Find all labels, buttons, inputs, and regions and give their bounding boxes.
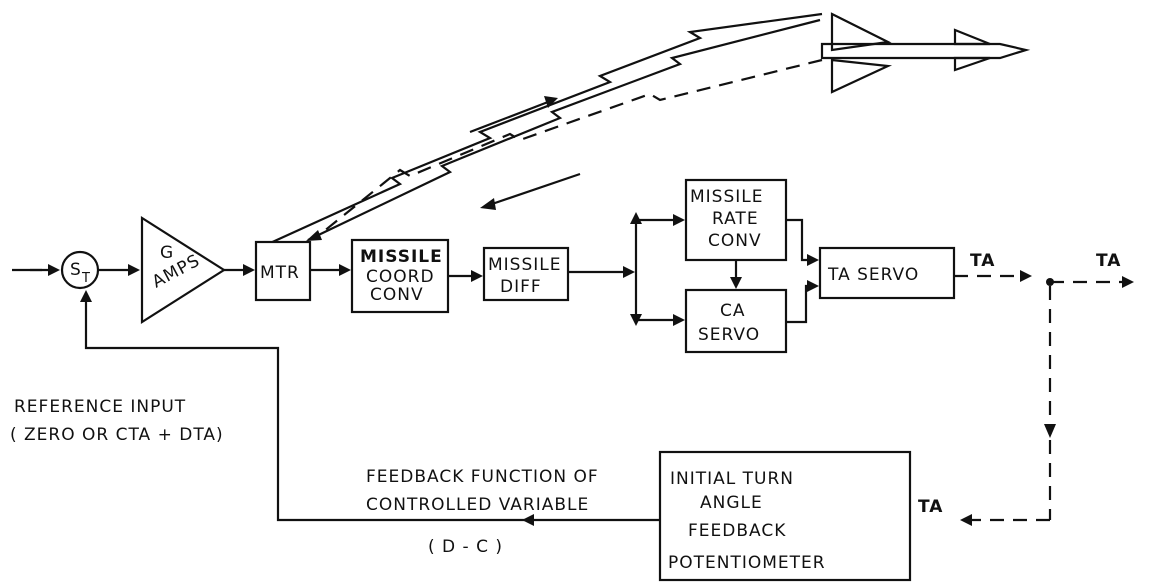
feedback-function-label-2: CONTROLLED VARIABLE — [366, 495, 589, 515]
summing-junction-label: S — [70, 260, 82, 280]
feedback-code-label: ( D - C ) — [428, 537, 503, 557]
ca-servo-block: CA SERVO — [684, 288, 788, 354]
missile-coord-conv-block: MISSILE COORD CONV — [350, 238, 450, 314]
feedback-pot-label-1: INITIAL TURN — [670, 469, 794, 489]
feedback-return-line — [84, 296, 530, 522]
feedback-potentiometer-block: INITIAL TURN ANGLE FEEDBACK POTENTIOMETE… — [658, 450, 912, 582]
mtr-label: MTR — [260, 263, 300, 283]
summing-junction-sub: T — [81, 271, 91, 286]
g-amps-label-1: G — [160, 243, 174, 263]
missile-lower-tail — [953, 56, 991, 72]
missile-rate-conv-block: MISSILE RATE CONV — [684, 178, 788, 262]
ta-servo-block: TA SERVO — [818, 246, 956, 300]
ca-servo-label-2: SERVO — [698, 325, 760, 345]
missile-coord-conv-label-1: MISSILE — [360, 247, 443, 267]
missile-coord-conv-label-3: CONV — [370, 285, 424, 305]
missile-diff-label-1: MISSILE — [488, 255, 562, 275]
ta-feedback-label: TA — [918, 497, 943, 517]
downlink-arrowhead — [306, 230, 322, 241]
ta-output-label-2: TA — [1096, 251, 1121, 271]
reference-input-label-2: ( ZERO OR CTA + DTA) — [10, 425, 224, 445]
g-amps-block: G AMPS — [140, 215, 227, 325]
missile-upper-fin — [830, 12, 892, 52]
reference-input-label-1: REFERENCE INPUT — [14, 397, 186, 417]
missile-diff-block: MISSILE DIFF — [482, 246, 570, 302]
missile-lower-fin — [830, 58, 893, 94]
feedback-pot-label-3: FEEDBACK — [688, 521, 786, 541]
downlink-direction-arrow — [491, 172, 581, 206]
missile-drawing — [820, 12, 1031, 94]
uplink-direction-arrow — [469, 100, 549, 134]
summing-junction: S T — [60, 250, 100, 290]
missile-coord-conv-label-2: COORD — [366, 267, 435, 287]
radio-links — [267, 12, 823, 246]
uplink-zigzag-2 — [307, 18, 821, 241]
feedback-function-label-1: FEEDBACK FUNCTION OF — [366, 467, 599, 487]
missile-rate-conv-label-1: MISSILE — [690, 187, 764, 207]
mtr-block: MTR — [254, 240, 312, 302]
ca-servo-label-1: CA — [720, 301, 746, 321]
missile-diff-label-2: DIFF — [500, 277, 542, 297]
feedback-pot-label-2: ANGLE — [700, 493, 763, 513]
feedback-pot-label-4: POTENTIOMETER — [668, 553, 826, 573]
missile-upper-tail — [953, 28, 991, 46]
missile-rate-conv-label-3: CONV — [708, 231, 762, 251]
uplink-zigzag — [267, 12, 823, 246]
ta-servo-label: TA SERVO — [827, 265, 919, 285]
missile-rate-conv-label-2: RATE — [712, 209, 759, 229]
downlink-zigzag — [317, 58, 823, 237]
ta-output-label-1: TA — [970, 251, 995, 271]
